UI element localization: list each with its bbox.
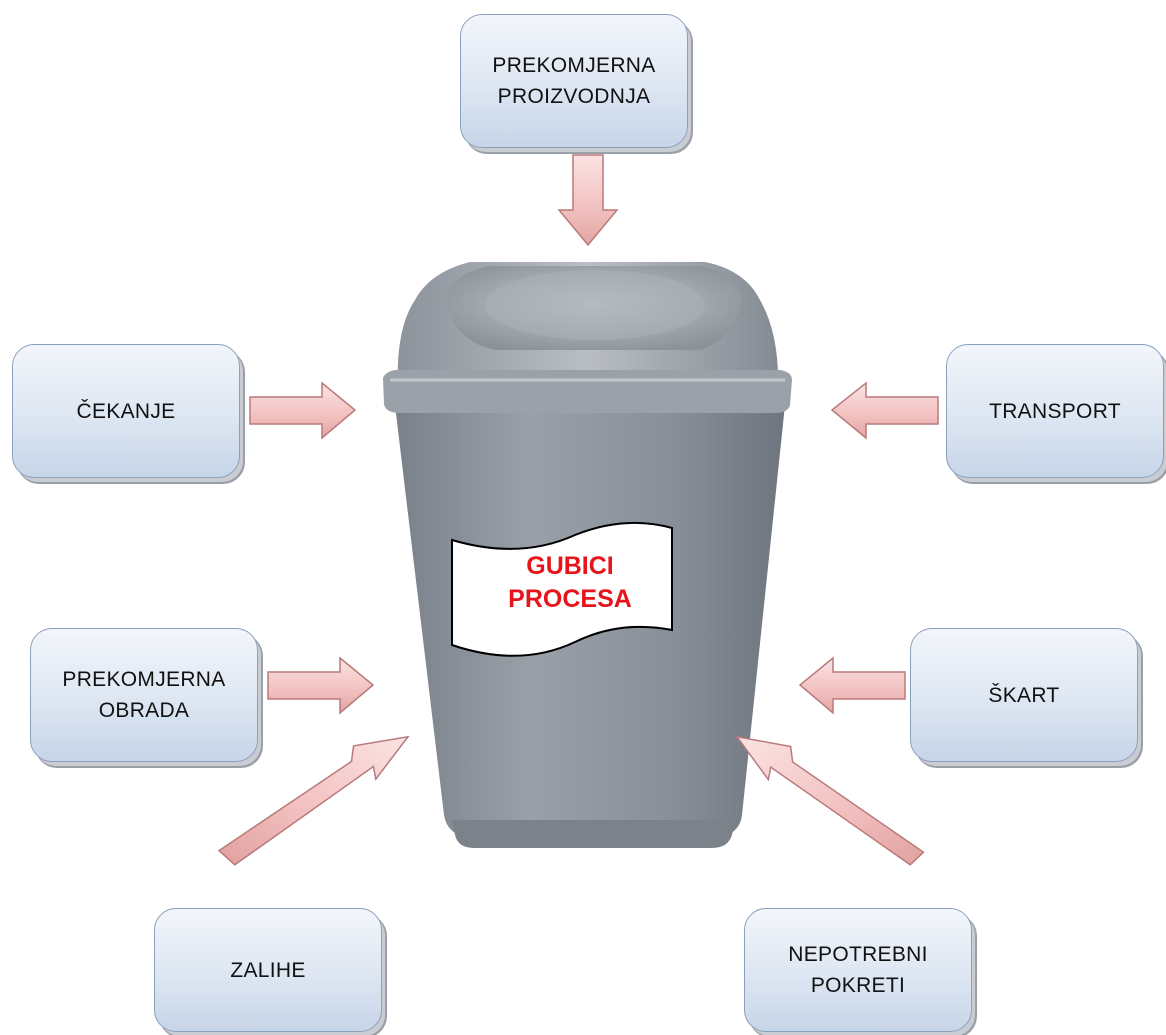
- box-motion: NEPOTREBNI POKRETI: [744, 908, 972, 1032]
- arrow-from-motion: [735, 735, 925, 866]
- box-waiting: ČEKANJE: [12, 344, 240, 478]
- center-label-line-2: PROCESA: [508, 585, 632, 613]
- box-transport: TRANSPORT: [946, 344, 1164, 478]
- center-label-banner: [451, 521, 673, 657]
- box-transport-label: TRANSPORT: [989, 399, 1121, 423]
- arrow-from-overproduction: [557, 154, 619, 247]
- center-label: GUBICI PROCESA: [470, 550, 670, 616]
- arrow-from-transport: [830, 381, 939, 440]
- arrow-from-overprocessing: [267, 656, 375, 715]
- box-defects-label: ŠKART: [988, 683, 1060, 707]
- arrow-from-defects: [798, 656, 906, 715]
- box-overproduction-label: PREKOMJERNA PROIZVODNJA: [492, 54, 656, 108]
- box-waiting-label: ČEKANJE: [76, 399, 176, 423]
- box-overproduction: PREKOMJERNA PROIZVODNJA: [460, 14, 688, 148]
- box-inventory-label: ZALIHE: [230, 958, 306, 982]
- box-motion-label: NEPOTREBNI POKRETI: [788, 943, 928, 997]
- box-overprocessing-label: PREKOMJERNA OBRADA: [62, 668, 226, 722]
- arrow-from-waiting: [249, 381, 357, 440]
- center-label-line-1: GUBICI: [526, 552, 614, 580]
- box-defects: ŠKART: [910, 628, 1138, 762]
- box-overprocessing: PREKOMJERNA OBRADA: [30, 628, 258, 762]
- arrow-from-inventory: [217, 735, 410, 866]
- box-inventory: ZALIHE: [154, 908, 382, 1032]
